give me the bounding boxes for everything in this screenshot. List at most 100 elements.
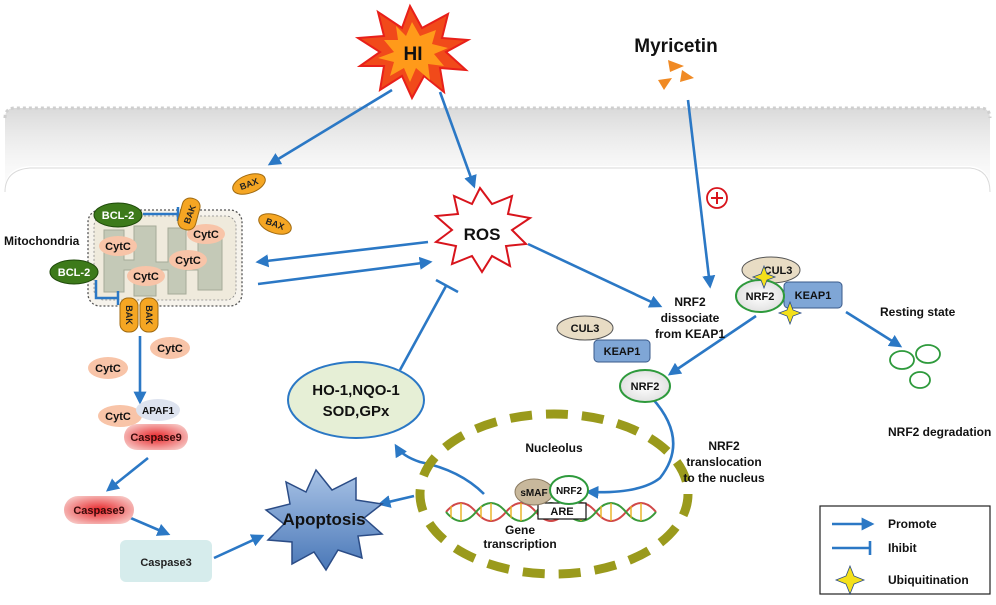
myricetin-group: Myricetin	[634, 36, 718, 90]
arrow-resting-degradation	[845, 310, 903, 348]
svg-text:sMAF: sMAF	[520, 488, 547, 499]
nrf2-free: NRF2	[619, 369, 671, 403]
svg-text:from KEAP1: from KEAP1	[655, 327, 725, 341]
bak-bottom-1: BAK	[119, 297, 139, 333]
svg-text:BCL-2: BCL-2	[102, 210, 134, 222]
svg-text:BCL-2: BCL-2	[58, 267, 90, 279]
svg-text:CytC: CytC	[193, 229, 219, 241]
bak-bottom-2: BAK	[139, 297, 159, 333]
svg-text:Caspase9: Caspase9	[73, 505, 124, 517]
arrow-hi-to-ros	[438, 91, 477, 189]
caspase9-active: Caspase9	[64, 496, 134, 524]
gene-transcription-line2: transcription	[483, 537, 556, 551]
apoptosis-label: Apoptosis	[282, 510, 365, 529]
nucleolus-label: Nucleolus	[525, 441, 583, 455]
resting-state-label: Resting state	[880, 305, 956, 319]
myricetin-triangle-2	[680, 70, 694, 82]
inhibit-bcl2-bak-bottom	[94, 280, 120, 305]
svg-text:BAK: BAK	[124, 305, 134, 325]
ros-burst: ROS	[433, 186, 533, 274]
cytc-free-1: CytC	[150, 337, 190, 359]
svg-text:APAF1: APAF1	[142, 406, 174, 417]
mitochondria-label: Mitochondria	[4, 234, 80, 248]
svg-text:CytC: CytC	[95, 363, 121, 375]
keap1-dissociated: KEAP1	[593, 339, 651, 363]
apoptosis-burst: Apoptosis	[264, 468, 384, 572]
svg-text:KEAP1: KEAP1	[604, 346, 641, 358]
arrow-gene-to-antioxidant	[394, 443, 485, 495]
cytc-mito-1: CytC	[99, 236, 137, 256]
apoptosome: CytC APAF1 Caspase9	[98, 399, 188, 450]
legend: Promote Ihibit Ubiquitination	[819, 505, 991, 596]
arrow-mitochondria-to-ros	[257, 256, 433, 286]
arrow-nrf2-translocation	[585, 397, 675, 499]
myricetin-triangle-3	[658, 78, 672, 90]
svg-text:BAK: BAK	[144, 305, 154, 325]
bcl2-left: BCL-2	[49, 259, 99, 285]
arrow-caspase9-to-caspase3	[125, 514, 171, 536]
legend-promote: Promote	[888, 517, 937, 531]
svg-text:NRF2: NRF2	[708, 439, 740, 453]
antioxidant-enzymes: HO-1,NQO-1 SOD,GPx	[287, 361, 425, 439]
cell-membrane	[3, 106, 992, 193]
arrow-myricetin-to-nrf2	[686, 99, 716, 289]
nrf2-keap1-complex: CUL3 KEAP1 NRF2	[735, 256, 843, 326]
inhibit-antioxidant-ros	[398, 278, 459, 371]
svg-text:CytC: CytC	[133, 271, 159, 283]
svg-text:NRF2: NRF2	[746, 291, 775, 303]
promote-arrows	[105, 88, 903, 560]
nrf2-nucleus: NRF2	[549, 475, 589, 505]
arrow-caspase9-activation	[105, 456, 149, 492]
cytc-free-2: CytC	[88, 357, 128, 379]
svg-text:Caspase3: Caspase3	[140, 557, 191, 569]
cytc-mito-4: CytC	[127, 266, 165, 286]
svg-text:translocation: translocation	[686, 455, 761, 469]
svg-text:HO-1,NQO-1: HO-1,NQO-1	[312, 382, 400, 399]
legend-ubiquitination-star-icon	[834, 564, 866, 596]
ubiquitin-star-icon	[751, 264, 777, 290]
arrow-inhibit-apoptosis	[377, 494, 415, 508]
svg-text:Caspase9: Caspase9	[130, 432, 181, 444]
svg-text:to the nucleus: to the nucleus	[683, 471, 765, 485]
svg-text:CytC: CytC	[157, 343, 183, 355]
smaf: sMAF	[514, 478, 554, 506]
caspase3-box: Caspase3	[120, 540, 212, 582]
ros-label: ROS	[464, 225, 501, 244]
nrf2-fragments	[889, 344, 941, 389]
myricetin-label: Myricetin	[634, 36, 717, 57]
bcl2-top: BCL-2	[93, 202, 143, 228]
cytc-mito-2: CytC	[187, 224, 225, 244]
bax-2: BAX	[258, 213, 292, 235]
degradation-label: NRF2 degradation	[888, 425, 991, 439]
svg-text:CytC: CytC	[105, 241, 131, 253]
svg-text:CUL3: CUL3	[764, 265, 793, 277]
myricetin-triangle-1	[668, 60, 684, 72]
arrow-ros-to-dissociation	[527, 242, 663, 308]
cytc-mito-3: CytC	[169, 250, 207, 270]
bax-1: BAX	[232, 173, 266, 195]
hi-burst: HI	[354, 3, 472, 101]
svg-text:NRF2: NRF2	[674, 295, 706, 309]
svg-text:KEAP1: KEAP1	[795, 290, 832, 302]
are-box: ARE	[537, 502, 587, 520]
svg-text:CytC: CytC	[105, 411, 131, 423]
gene-transcription-line1: Gene	[505, 523, 535, 537]
svg-text:ARE: ARE	[550, 506, 573, 518]
arrow-ros-to-mitochondria	[255, 240, 429, 268]
ubiquitin-star-icon	[777, 300, 803, 326]
cul3-dissociated: CUL3	[556, 315, 614, 341]
nucleolus: Nucleolus	[415, 409, 693, 579]
arrow-hi-to-bax	[267, 88, 393, 166]
legend-ubiquitination: Ubiquitination	[888, 573, 969, 587]
bak-top: BAK	[177, 197, 201, 231]
svg-text:SOD,GPx: SOD,GPx	[323, 403, 390, 420]
svg-text:CUL3: CUL3	[571, 323, 600, 335]
arrow-caspase3-to-apoptosis	[213, 534, 265, 560]
svg-text:CytC: CytC	[175, 255, 201, 267]
svg-text:NRF2: NRF2	[556, 486, 583, 497]
promote-plus-icon	[706, 187, 728, 209]
svg-text:NRF2: NRF2	[631, 381, 660, 393]
arrow-complex-to-nrf2	[667, 314, 757, 376]
